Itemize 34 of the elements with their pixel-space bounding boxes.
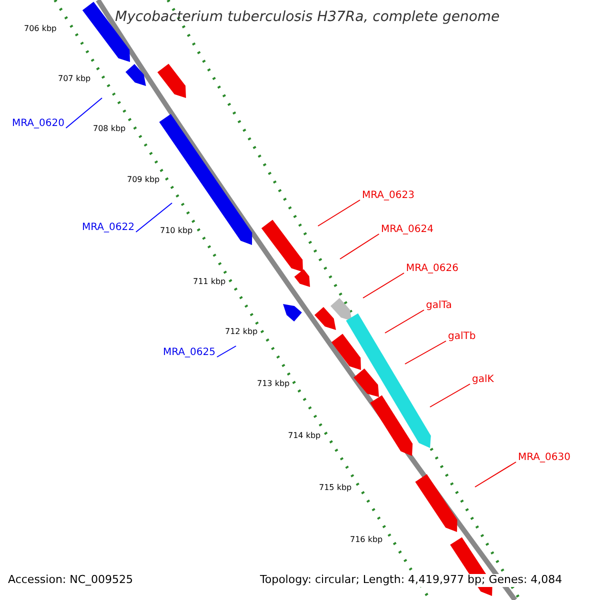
gene-label: MRA_0624 <box>381 224 434 236</box>
gene-label: galK <box>472 374 494 386</box>
gene-label: galTa <box>426 300 452 312</box>
scale-label: 710 kbp <box>160 226 193 236</box>
gene-label: MRA_0625 <box>163 347 216 358</box>
scale-label: 709 kbp <box>127 175 160 184</box>
leader-line <box>362 272 404 298</box>
scale-label: 715 kbp <box>319 483 352 492</box>
scale-label: 708 kbp <box>93 124 126 134</box>
footer-text: Topology: circular; Length: 4,419,977 bp; Genes: 4,084 <box>260 574 562 587</box>
scale-label: 716 kbp <box>350 535 383 544</box>
scale-label: 707 kbp <box>58 74 91 84</box>
footer-text: Accession: NC_009525 <box>8 574 134 587</box>
scale-label: 711 kbp <box>193 277 226 286</box>
gene-label: MRA_0630 <box>518 452 570 464</box>
scale-label: 712 kbp <box>225 327 258 336</box>
scale-label: 713 kbp <box>257 379 290 388</box>
title: Mycobacterium tuberculosis H37Ra, complete genome <box>115 9 500 26</box>
leader-line <box>384 310 424 334</box>
gene-label: MRA_0620 <box>12 118 64 130</box>
leader-line <box>430 384 470 408</box>
leader-line <box>318 200 360 226</box>
gene-label: MRA_0622 <box>82 222 134 234</box>
gene-label: galTb <box>448 331 476 342</box>
scale-label: 714 kbp <box>288 431 321 440</box>
leader-line <box>136 202 172 232</box>
gene-label: MRA_0626 <box>406 263 458 274</box>
leader-line <box>66 98 102 128</box>
leader-line <box>340 234 380 260</box>
leader-line <box>216 346 236 358</box>
leader-line <box>404 340 446 364</box>
scale-label: 706 kbp <box>24 24 57 34</box>
gene-label: MRA_0623 <box>362 190 414 202</box>
leader-line <box>474 462 516 488</box>
